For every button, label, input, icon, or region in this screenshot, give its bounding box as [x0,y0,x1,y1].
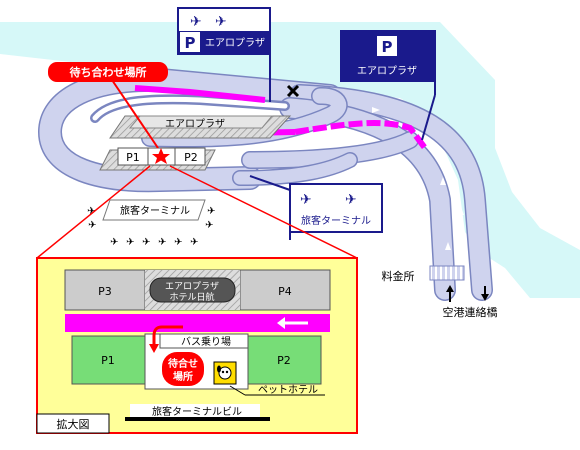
pet-hotel-label: ペットホテル [258,384,318,396]
inset-p4-label: P4 [278,285,292,298]
aeroplaza-label: エアロプラザ [165,118,225,130]
meeting-line1: 待合せ [168,357,198,370]
bridge-arrows [446,285,489,302]
overview-p1-label: P1 [126,151,140,164]
svg-text:✈: ✈ [126,237,134,248]
svg-text:✈: ✈ [174,237,182,248]
meeting-point-callout: 待ち合わせ場所 [48,62,168,149]
inset-p3-label: P3 [98,285,112,298]
meeting-point-star-icon [152,148,170,164]
departure-plane-icon: ✈ [345,192,357,208]
overview-terminal-label: 旅客ターミナル [120,204,190,217]
svg-text:✈: ✈ [190,237,198,248]
bus-stop-label: バス乗り場 [181,335,231,348]
svg-text:✈: ✈ [142,237,150,248]
zoom-lines [36,165,358,259]
pet-hotel-dog-icon [213,361,237,385]
bridge-label: 空港連絡橋 [443,305,498,319]
gate-plane-icons: ✈ ✈ ✈ ✈ ✈ ✈ ✈ ✈ ✈ ✈ [87,206,215,248]
left-plaza-p-letter: P [185,34,196,52]
overview-parking: P1 P2 [99,147,216,171]
road-direction-arrows [92,107,464,250]
terminal-building-label: 旅客ターミナルビル [152,405,242,418]
arrival-plane-icon: ✈ [190,14,202,30]
lane-arrow-icon [277,317,308,329]
aeroplaza-building: エアロプラザ [109,115,292,139]
svg-text:✈: ✈ [158,237,166,248]
hotel-line2: ホテル日航 [169,291,214,303]
svg-text:✈: ✈ [88,220,96,231]
road-network [38,67,493,301]
left-plaza-label: エアロプラザ [205,37,265,49]
sign-right-aeroplaza: P エアロプラザ [340,30,436,141]
right-plaza-p-letter: P [382,38,393,56]
meeting-line2: 場所 [173,370,193,383]
toll-gate: 料金所 [382,265,465,283]
overview-p2-label: P2 [184,151,198,164]
svg-text:✈: ✈ [87,206,95,217]
inset-p1-label: P1 [101,354,115,367]
svg-text:✈: ✈ [110,237,118,248]
overview-terminal: 旅客ターミナル ✈ ✈ ✈ ✈ ✈ ✈ ✈ ✈ ✈ ✈ [87,199,215,248]
inset-map: P3 P4 エアロプラザ ホテル日航 P1 P2 バス乗り場 待合せ 場所 [36,257,358,434]
inset-p2-label: P2 [277,354,291,367]
right-plaza-label: エアロプラザ [357,65,417,77]
departure-plane-icon: ✈ [215,14,227,30]
sign-left-aeroplaza: ✈ ✈ P エアロプラザ [177,7,271,102]
sign-terminal: ✈ ✈ 旅客ターミナル [249,175,383,240]
no-entry-x-icon [286,84,300,98]
svg-text:✈: ✈ [207,206,215,217]
arrival-plane-icon: ✈ [300,192,312,208]
terminal-sign-label: 旅客ターミナル [301,214,371,227]
walking-route-arrow-icon [149,325,183,353]
svg-text:✈: ✈ [205,220,213,231]
toll-label: 料金所 [382,269,415,283]
callout-label: 待ち合わせ場所 [69,65,147,79]
hotel-line1: エアロプラザ [165,281,219,292]
inset-title: 拡大図 [57,417,90,431]
